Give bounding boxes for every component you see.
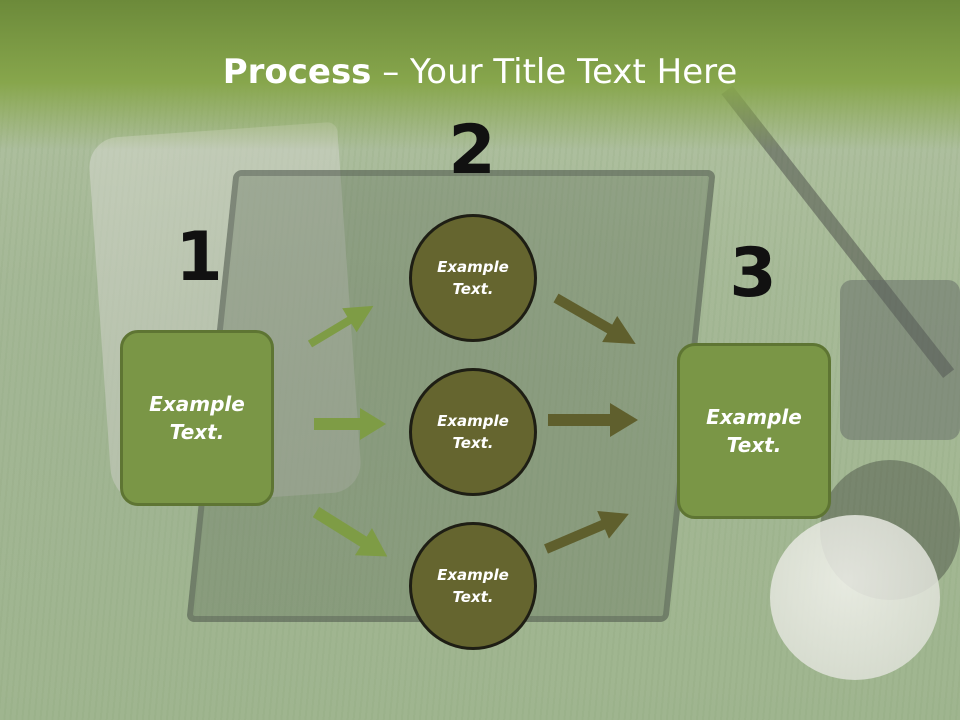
arrow-from-bottom-circle	[544, 510, 629, 554]
arrow-to-middle-circle	[314, 408, 386, 440]
step-number-2: 2	[448, 111, 496, 190]
slide-title: Process – Your Title Text Here	[0, 52, 960, 92]
arrow-to-bottom-circle	[312, 506, 388, 557]
step-circle-top[interactable]: Example Text.	[409, 214, 537, 342]
arrow-to-top-circle	[307, 305, 374, 348]
step-circle-top-text: Example Text.	[437, 257, 509, 299]
title-rest: – Your Title Text Here	[371, 52, 738, 92]
step-box-3[interactable]: Example Text.	[677, 343, 831, 519]
step-number-3: 3	[729, 234, 777, 313]
title-bar	[0, 0, 960, 150]
step-number-1: 1	[175, 218, 223, 297]
step-circle-middle[interactable]: Example Text.	[409, 368, 537, 496]
mower-wheel-image	[770, 515, 940, 680]
step-circle-bottom[interactable]: Example Text.	[409, 522, 537, 650]
mower-housing-image	[840, 280, 960, 440]
arrow-from-top-circle	[553, 293, 636, 344]
title-bold: Process	[222, 52, 372, 92]
arrow-from-middle-circle	[548, 403, 638, 437]
step-circle-middle-text: Example Text.	[437, 411, 509, 453]
step-box-1[interactable]: Example Text.	[120, 330, 274, 506]
step-box-1-text: Example Text.	[149, 392, 245, 444]
step-box-3-text: Example Text.	[706, 405, 802, 457]
step-circle-bottom-text: Example Text.	[437, 565, 509, 607]
